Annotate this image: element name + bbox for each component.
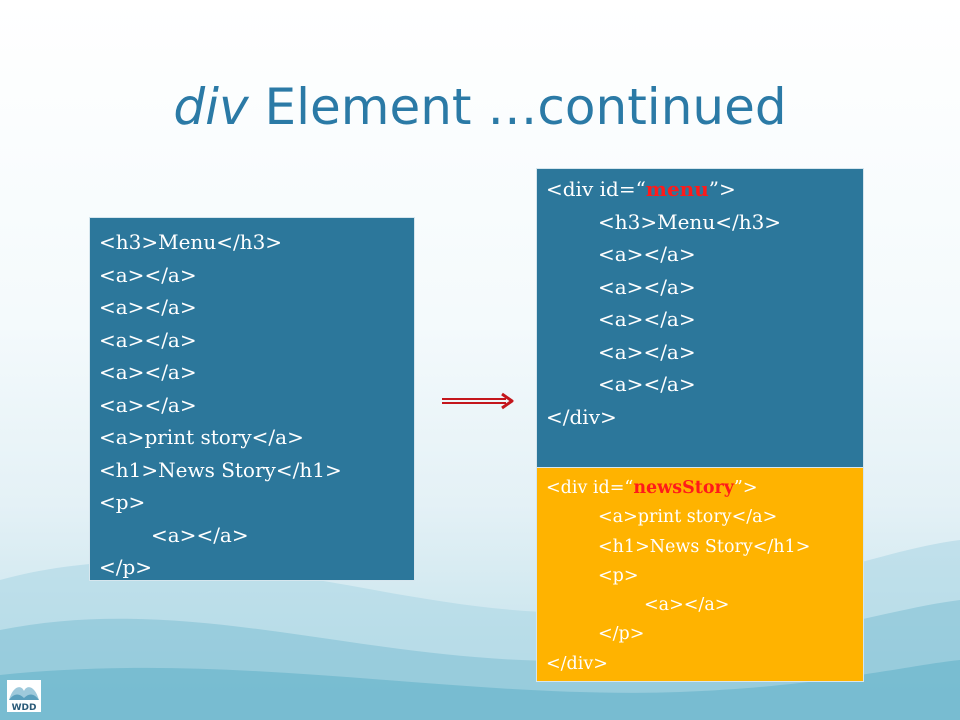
code-line: <a></a>: [598, 339, 696, 364]
code-line: <a></a>: [598, 242, 696, 266]
menu-div-code-box: <div id=“menu”> <h3>Menu</h3> <a></a> <a…: [536, 168, 864, 468]
code-line: <a>print story</a>: [99, 425, 304, 449]
code-line: <a></a>: [99, 295, 197, 319]
div-open-suffix: ”>: [708, 177, 736, 201]
title-rest: Element …continued: [248, 78, 787, 136]
code-line: <a>print story</a>: [598, 507, 778, 528]
code-line: <a></a>: [151, 522, 249, 547]
newsstory-div-code-box: <div id=“newsStory”> <a>print story</a> …: [536, 467, 864, 682]
right-arrow-icon: [442, 392, 514, 410]
code-line: <a></a>: [99, 392, 197, 417]
logo-text: WDD: [12, 703, 37, 712]
flat-code-box: <h3>Menu</h3> <a></a> <a></a> <a></a> <a…: [89, 217, 415, 581]
div-open-prefix: <div id=“: [546, 177, 646, 201]
wdd-logo-icon: WDD: [7, 680, 41, 712]
code-line: <p>: [99, 490, 146, 514]
title-italic: div: [173, 78, 249, 136]
code-line: <a></a>: [598, 274, 696, 299]
code-line: <h1>News Story</h1>: [99, 457, 342, 482]
code-line: <a></a>: [644, 595, 730, 616]
code-line: <a></a>: [598, 372, 696, 396]
code-line: <a></a>: [99, 262, 197, 287]
div-open-prefix: <div id=“: [546, 478, 634, 498]
code-line: <h1>News Story</h1>: [598, 536, 811, 557]
div-id-value: newsStory: [633, 478, 734, 498]
code-line: <h3>Menu</h3>: [598, 209, 782, 234]
div-open-suffix: ”>: [733, 478, 758, 498]
div-open-line: <div id=“newsStory”>: [546, 474, 863, 503]
code-line: </p>: [598, 624, 645, 645]
div-close-line: </div>: [546, 653, 608, 674]
div-close-line: </div>: [546, 404, 617, 429]
div-open-line: <div id=“menu”>: [546, 173, 863, 206]
div-id-value: menu: [645, 177, 709, 201]
code-line: <p>: [598, 565, 639, 586]
code-line: </p>: [99, 555, 153, 579]
code-line: <h3>Menu</h3>: [99, 230, 283, 254]
slide-title: div Element …continued: [0, 78, 960, 136]
code-line: <a></a>: [99, 360, 197, 384]
code-line: <a></a>: [598, 307, 696, 331]
code-line: <a></a>: [99, 327, 197, 352]
